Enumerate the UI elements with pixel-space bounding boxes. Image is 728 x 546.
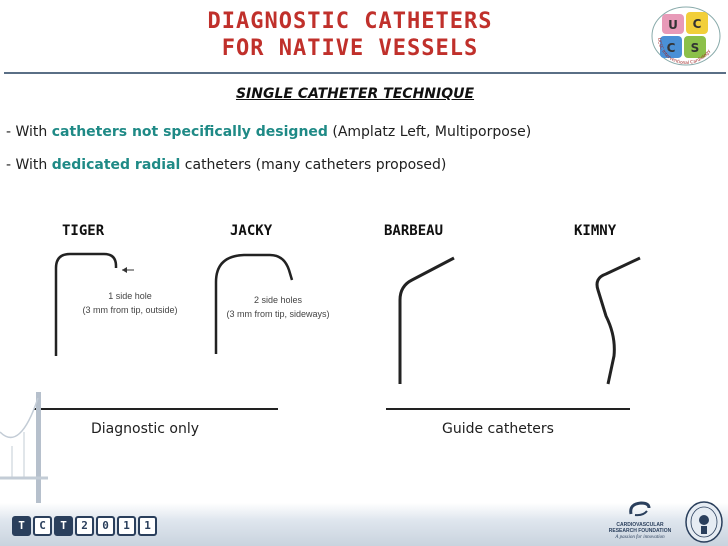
tct-letter: T bbox=[12, 516, 31, 536]
catheter-name-tiger: TIGER bbox=[62, 223, 105, 239]
tiger-note-line-2: (3 mm from tip, outside) bbox=[82, 305, 178, 315]
bullet-highlight: dedicated radial bbox=[51, 157, 181, 173]
crf-text-1: CARDIOVASCULAR bbox=[616, 522, 664, 528]
logo-letter-s: S bbox=[691, 41, 700, 55]
bridge-graphic bbox=[0, 392, 48, 506]
guide-group-divider bbox=[386, 408, 630, 410]
jacky-note: 2 side holes (3 mm from tip, sideways) bbox=[218, 293, 338, 321]
catheter-name-kimny: KIMNY bbox=[574, 223, 617, 239]
barbeau-catheter-image bbox=[398, 256, 455, 384]
tct-digit: 0 bbox=[96, 516, 115, 536]
jacky-note-line-1: 2 side holes bbox=[253, 295, 303, 305]
crf-logo: CARDIOVASCULAR RESEARCH FOUNDATION A pas… bbox=[606, 500, 674, 541]
tct-2011-logo: T C T 2 0 1 1 bbox=[12, 516, 157, 536]
tct-digit: 2 bbox=[75, 516, 94, 536]
kimny-catheter-image bbox=[595, 256, 641, 385]
diagnostic-group-divider bbox=[34, 408, 278, 410]
bullet-suffix: (Amplatz Left, Multiporpose) bbox=[327, 124, 532, 140]
logo-letter-c2: C bbox=[667, 41, 676, 55]
bullet-highlight: catheters not specifically designed bbox=[51, 124, 328, 140]
catheter-name-barbeau: BARBEAU bbox=[384, 223, 444, 239]
bullet-prefix: - With bbox=[6, 124, 52, 140]
ucsc-puzzle-logo: U C C S UCSC Interventional Cardiology bbox=[651, 6, 721, 66]
tiger-catheter-image bbox=[54, 252, 134, 356]
jacky-note-line-2: (3 mm from tip, sideways) bbox=[226, 309, 330, 319]
title-divider bbox=[4, 72, 726, 74]
slide-subtitle: SINGLE CATHETER TECHNIQUE bbox=[235, 86, 475, 102]
tct-letter: T bbox=[54, 516, 73, 536]
bullet-generic-catheters: - With catheters not specifically design… bbox=[6, 124, 531, 140]
tct-digit: 1 bbox=[138, 516, 157, 536]
jacky-catheter-image bbox=[214, 253, 294, 354]
tiger-note: 1 side hole (3 mm from tip, outside) bbox=[70, 289, 190, 317]
bullet-prefix: - With bbox=[6, 157, 52, 173]
crf-text-2: RESEARCH FOUNDATION bbox=[608, 528, 672, 534]
tct-letter: C bbox=[33, 516, 52, 536]
tct-digit: 1 bbox=[117, 516, 136, 536]
group-label-diagnostic: Diagnostic only bbox=[91, 421, 200, 437]
bullet-suffix: catheters (many catheters proposed) bbox=[180, 157, 447, 173]
slide-title-line-1: DIAGNOSTIC CATHETERS bbox=[207, 9, 493, 34]
logo-letter-u: U bbox=[668, 18, 678, 32]
group-label-guide: Guide catheters bbox=[442, 421, 554, 437]
tiger-note-line-1: 1 side hole bbox=[108, 291, 152, 301]
catheter-name-jacky: JACKY bbox=[230, 223, 273, 239]
crf-swirl-icon bbox=[629, 501, 651, 517]
crf-tagline: A passion for innovation bbox=[615, 535, 665, 540]
bullet-radial-catheters: - With dedicated radial catheters (many … bbox=[6, 157, 446, 173]
university-seal-icon bbox=[685, 501, 723, 543]
slide-title-line-2: FOR NATIVE VESSELS bbox=[221, 36, 479, 61]
logo-letter-c1: C bbox=[693, 17, 702, 31]
